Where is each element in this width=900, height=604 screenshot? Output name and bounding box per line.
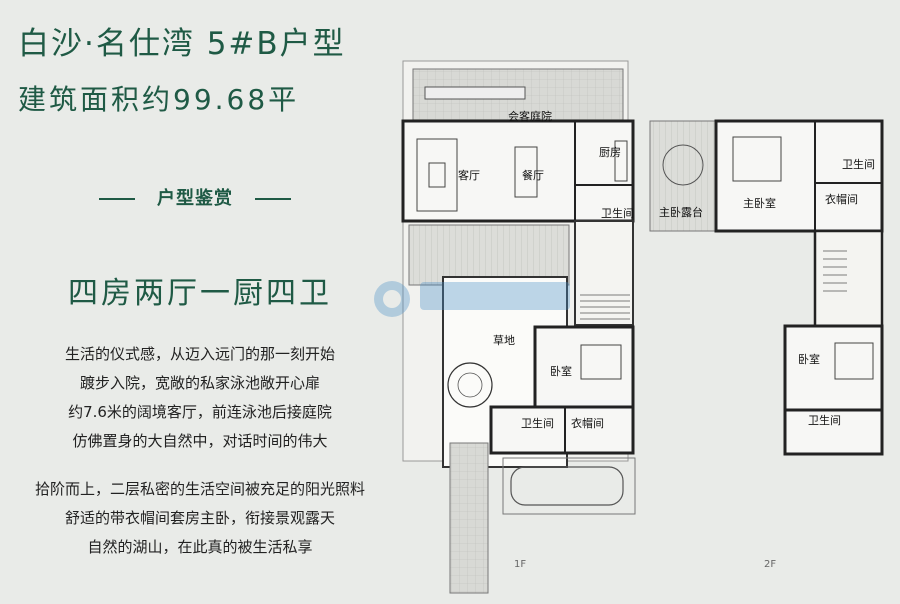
- room-label-closet-2f: 衣帽间: [825, 193, 858, 206]
- living-block: [401, 119, 635, 223]
- bed-icon: [834, 342, 874, 380]
- master-terrace-deck: [649, 120, 717, 232]
- room-label-kitchen: 厨房: [599, 146, 621, 159]
- description-line: 拾阶而上，二层私密的生活空间被充足的阳光照料: [34, 480, 365, 498]
- entry-path: [449, 442, 489, 594]
- floor-plans: 会客庭院 客厅 餐厅 厨房 卫生间 草地 卧室 卫生间 衣帽间 1F 主卧露台 …: [395, 55, 900, 600]
- room-label-bath-1f-2: 卫生间: [521, 417, 554, 430]
- parasol-icon: [662, 144, 704, 186]
- stairs-icon: [823, 250, 847, 292]
- bed-icon: [580, 344, 622, 380]
- room-label-bath-2f-2: 卫生间: [808, 414, 841, 427]
- room-label-bedroom-1f: 卧室: [550, 365, 572, 378]
- sofa-icon: [416, 138, 458, 212]
- room-label-bedroom-2f: 卧室: [798, 353, 820, 366]
- description-line: 踱步入院，宽敞的私家泳池敞开心扉: [79, 374, 320, 392]
- bath-closet-block: [489, 405, 635, 455]
- room-label-dining: 餐厅: [522, 169, 544, 182]
- building-area: 建筑面积约99.68平: [18, 83, 300, 116]
- kitchen-counter: [614, 140, 628, 182]
- bath-2f-block: [783, 408, 884, 456]
- bed-icon: [732, 136, 782, 182]
- room-label-living: 客厅: [458, 169, 480, 182]
- room-label-closet-1f: 衣帽间: [571, 417, 604, 430]
- floor-label-2f: 2F: [764, 559, 777, 570]
- floor-2-plan: [649, 119, 884, 456]
- room-label-master-terrace: 主卧露台: [659, 206, 703, 219]
- dining-table-icon: [514, 146, 538, 198]
- description-line: 仿佛置身的大自然中，对话时间的伟大: [72, 432, 328, 450]
- room-label-bath-2f: 卫生间: [842, 158, 875, 171]
- bedroom-2f-block: [783, 324, 884, 412]
- description-block-1: 生活的仪式感，从迈入远门的那一刻开始 踱步入院，宽敞的私家泳池敞开心扉 约7.6…: [0, 340, 400, 456]
- room-label-guest-courtyard: 会客庭院: [508, 110, 552, 123]
- stair-block: [813, 229, 884, 328]
- pool-deck: [408, 224, 570, 286]
- section-title: 户型鉴赏: [157, 188, 233, 209]
- planter: [424, 86, 526, 100]
- floor-plan-drawing: [401, 60, 884, 594]
- floor-1-plan: [401, 60, 636, 594]
- divider: [99, 198, 135, 200]
- stairs-icon: [580, 294, 630, 320]
- floor-label-1f: 1F: [514, 559, 527, 570]
- divider: [255, 198, 291, 200]
- master-suite-block: [714, 119, 884, 233]
- car-icon: [510, 466, 624, 506]
- layout-type: 四房两厅一厨四卫: [68, 276, 332, 311]
- room-label-bath-1f: 卫生间: [601, 207, 634, 220]
- section-heading: 户型鉴赏: [0, 184, 390, 210]
- info-panel: 白沙·名仕湾 5#B户型 建筑面积约99.68平 户型鉴赏 四房两厅一厨四卫 生…: [0, 0, 390, 600]
- tree-icon: [447, 362, 493, 408]
- room-label-master-bedroom: 主卧室: [743, 197, 776, 210]
- parking-space: [502, 457, 636, 515]
- stair-block: [574, 220, 634, 326]
- description-line: 舒适的带衣帽间套房主卧，衔接景观露天: [64, 509, 335, 527]
- description-line: 约7.6米的阔境客厅，前连泳池后接庭院: [68, 403, 332, 421]
- room-label-lawn: 草地: [493, 334, 515, 347]
- page-title: 白沙·名仕湾 5#B户型: [18, 26, 346, 62]
- description-line: 自然的湖山，在此真的被生活私享: [87, 538, 313, 556]
- description-block-2: 拾阶而上，二层私密的生活空间被充足的阳光照料 舒适的带衣帽间套房主卧，衔接景观露…: [0, 475, 400, 562]
- description-line: 生活的仪式感，从迈入远门的那一刻开始: [64, 345, 335, 363]
